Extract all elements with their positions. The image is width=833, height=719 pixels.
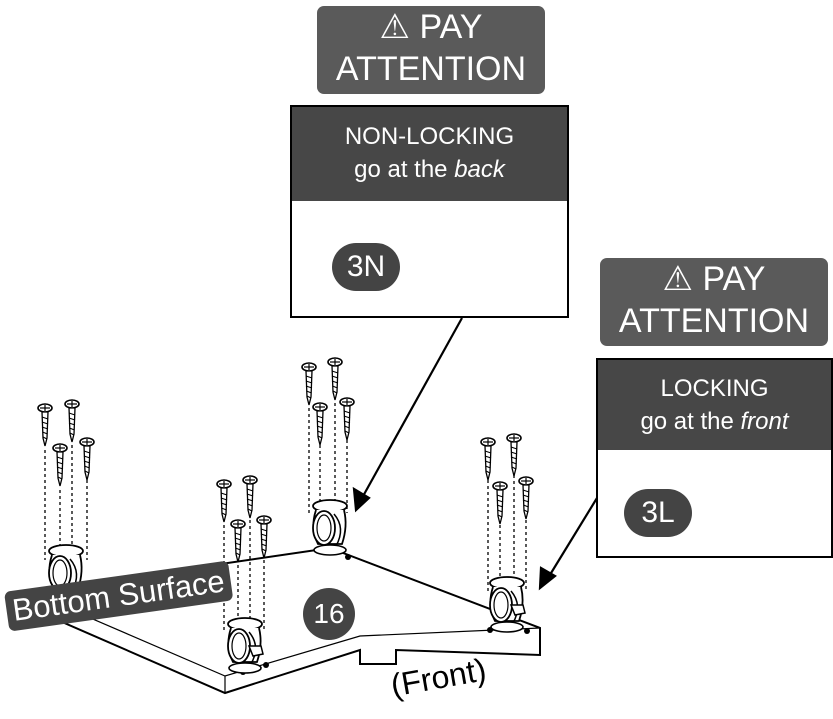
non-locking-panel-header: NON-LOCKING go at the back bbox=[292, 107, 567, 201]
part-code-3n: 3N bbox=[332, 243, 400, 291]
arrows bbox=[352, 317, 598, 591]
pay-attention-banner-back: ⚠ PAY ATTENTION bbox=[317, 6, 545, 94]
locking-panel-header: LOCKING go at the front bbox=[598, 360, 831, 450]
part-code-16: 16 bbox=[303, 588, 355, 640]
part-code-3l: 3L bbox=[624, 489, 692, 537]
non-locking-title: NON-LOCKING bbox=[344, 123, 515, 150]
non-locking-emphasis: back bbox=[454, 156, 505, 183]
non-locking-caster-panel: NON-LOCKING go at the back bbox=[290, 105, 569, 318]
locking-title: LOCKING bbox=[660, 375, 769, 402]
banner-line-2: ATTENTION bbox=[618, 302, 810, 340]
locking-emphasis: front bbox=[740, 408, 789, 435]
banner-line-1: ⚠ PAY bbox=[379, 8, 483, 46]
locking-instruction: go at the front bbox=[640, 408, 789, 435]
banner-line-2: ATTENTION bbox=[335, 50, 527, 88]
non-locking-instruction: go at the back bbox=[354, 156, 505, 183]
screws bbox=[37, 357, 534, 563]
pay-attention-banner-front: ⚠ PAY ATTENTION bbox=[600, 258, 828, 346]
banner-line-1: ⚠ PAY bbox=[662, 260, 766, 298]
